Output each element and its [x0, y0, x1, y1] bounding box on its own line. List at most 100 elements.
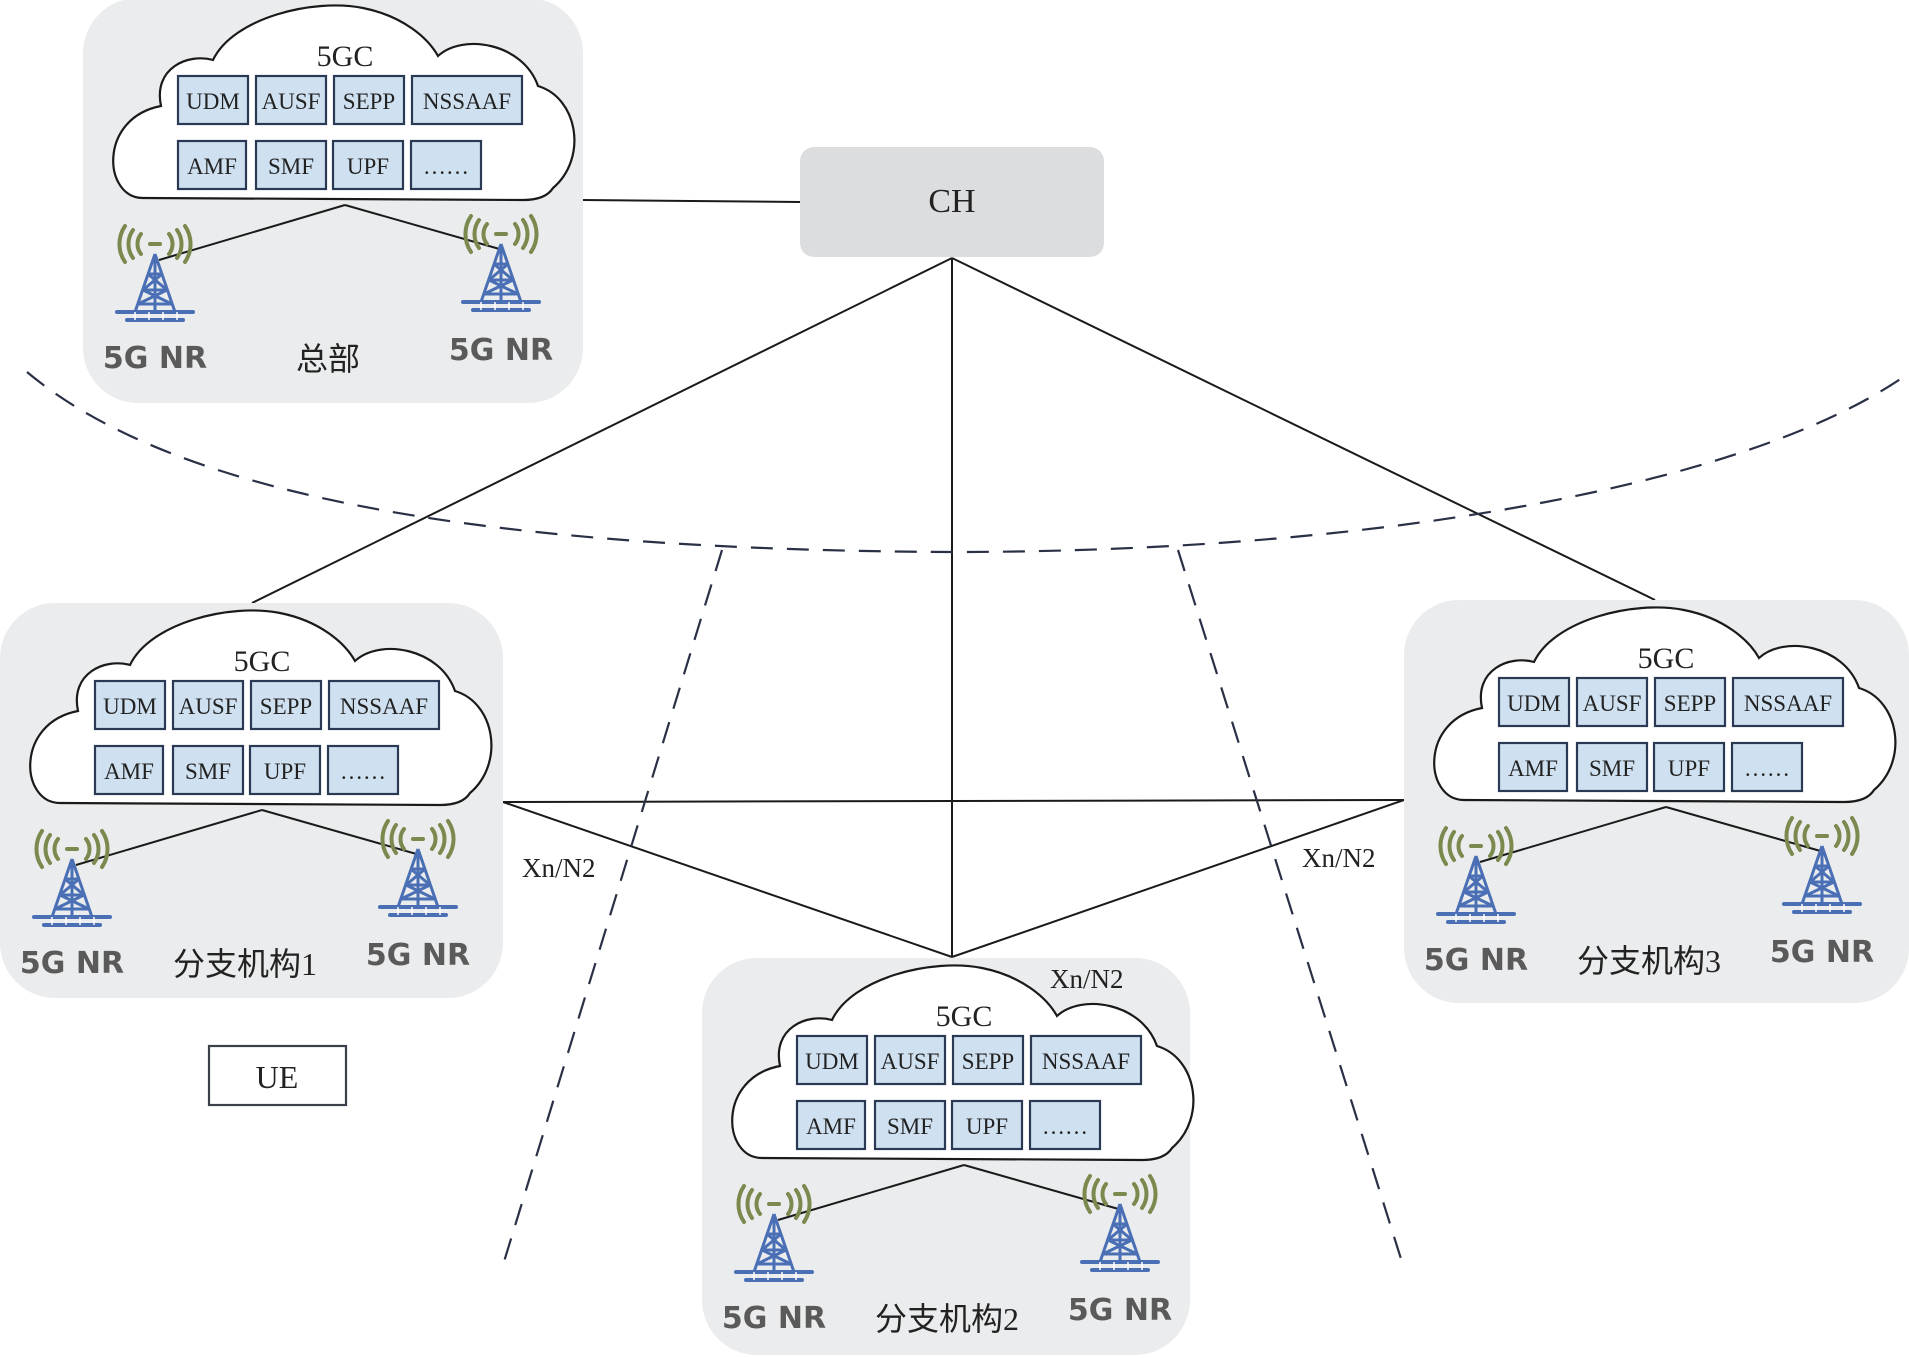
link-branch1-branch3 [502, 799, 1405, 803]
nf-label: SMF [887, 1114, 933, 1139]
radio-label-left: 5G NR [722, 1301, 826, 1336]
nf-label: SMF [1589, 756, 1635, 781]
radio-label-right: 5G NR [1068, 1293, 1172, 1328]
nf-label: UDM [805, 1049, 859, 1074]
nf-label: AUSF [881, 1049, 940, 1074]
site-name: 总部 [296, 341, 360, 377]
nf-label: AUSF [179, 694, 238, 719]
nf-box[interactable]: UPF [1652, 741, 1726, 793]
nf-box[interactable]: UPF [950, 1099, 1024, 1151]
core-cloud: 5GC UDM AUSF SEPP NSSAAF AMF SMF UPF …… [731, 964, 1195, 1162]
interface-label-branch2: Xn/N2 [1050, 964, 1124, 994]
ue-label: UE [256, 1059, 299, 1095]
nf-box[interactable]: NSSAAF [327, 679, 441, 731]
nf-box[interactable]: NSSAAF [1029, 1034, 1143, 1086]
site-name: 分支机构3 [1577, 943, 1721, 979]
nf-label: UPF [347, 154, 389, 179]
nf-label: NSSAAF [1744, 691, 1832, 716]
nf-label: …… [1744, 756, 1790, 781]
branch-boundary-right [1176, 549, 1404, 1263]
links [251, 199, 1656, 958]
link-ch-branch1 [251, 257, 953, 604]
core-cloud: 5GC UDM AUSF SEPP NSSAAF AMF SMF UPF …… [1433, 606, 1897, 804]
ue-box [207, 1044, 348, 1107]
nf-label: UPF [264, 759, 306, 784]
nf-box[interactable]: AUSF [254, 74, 328, 126]
nf-box[interactable]: UPF [248, 744, 322, 796]
link-ch-branch3 [951, 257, 1656, 601]
nf-box[interactable]: UPF [331, 139, 405, 191]
nf-box[interactable]: AMF [176, 139, 248, 191]
hq-boundary-arc [26, 371, 1909, 554]
nf-label: UDM [1507, 691, 1561, 716]
core-label: 5GC [936, 1000, 993, 1033]
interface-label-branch3: Xn/N2 [1302, 843, 1376, 873]
core-label: 5GC [234, 645, 291, 678]
radio-label-right: 5G NR [366, 938, 470, 973]
nf-box[interactable]: SMF [1575, 741, 1649, 793]
nf-label: SEPP [1664, 691, 1716, 716]
nf-label: NSSAAF [423, 89, 511, 114]
nf-label: AUSF [262, 89, 321, 114]
nf-box[interactable]: UDM [795, 1034, 869, 1086]
nf-box[interactable]: SEPP [249, 679, 323, 731]
core-label: 5GC [1638, 642, 1695, 675]
nf-label: AMF [806, 1114, 856, 1139]
nf-box[interactable]: …… [409, 139, 483, 191]
nf-box[interactable]: UDM [1497, 676, 1571, 728]
nf-box[interactable]: AMF [795, 1099, 867, 1151]
nf-label: UPF [1668, 756, 1710, 781]
radio-label-left: 5G NR [20, 946, 124, 981]
nf-label: UDM [103, 694, 157, 719]
nf-box[interactable]: SMF [171, 744, 245, 796]
radio-label-left: 5G NR [1424, 943, 1528, 978]
nf-box[interactable]: SEPP [951, 1034, 1025, 1086]
site-branch2[interactable]: 5GC UDM AUSF SEPP NSSAAF AMF SMF UPF …… 5G NR 5G N… [702, 958, 1195, 1355]
branch-boundary-left [501, 549, 724, 1266]
link-hq-ch [582, 199, 801, 203]
radio-label-right: 5G NR [449, 333, 553, 368]
nf-label: …… [1042, 1114, 1088, 1139]
nf-box[interactable]: SMF [873, 1099, 947, 1151]
radio-label-left: 5G NR [103, 341, 207, 376]
nf-label: AUSF [1583, 691, 1642, 716]
site-name: 分支机构2 [875, 1301, 1019, 1337]
nf-label: NSSAAF [1042, 1049, 1130, 1074]
nf-box[interactable]: NSSAAF [1731, 676, 1845, 728]
nf-label: …… [340, 759, 386, 784]
site-branch3[interactable]: 5GC UDM AUSF SEPP NSSAAF AMF SMF UPF …… 5G NR 5G N… [1404, 600, 1909, 1003]
nf-label: UPF [966, 1114, 1008, 1139]
nf-box[interactable]: SEPP [1653, 676, 1727, 728]
nf-box[interactable]: NSSAAF [410, 74, 524, 126]
nf-box[interactable]: AMF [93, 744, 165, 796]
nf-box[interactable]: …… [1730, 741, 1804, 793]
nf-label: …… [423, 154, 469, 179]
radio-label-right: 5G NR [1770, 935, 1874, 970]
ch-box [800, 147, 1104, 257]
interface-label-branch1: Xn/N2 [522, 853, 596, 883]
ch-label: CH [928, 183, 975, 220]
nf-box[interactable]: AUSF [1575, 676, 1649, 728]
nf-box[interactable]: AUSF [171, 679, 245, 731]
nf-label: NSSAAF [340, 694, 428, 719]
ch-node[interactable]: CH [800, 147, 1104, 257]
nf-box[interactable]: UDM [93, 679, 167, 731]
site-name: 分支机构1 [173, 946, 317, 982]
nf-box[interactable]: AMF [1497, 741, 1569, 793]
nf-box[interactable]: …… [1028, 1099, 1102, 1151]
boundaries [26, 371, 1909, 1266]
nf-box[interactable]: UDM [176, 74, 250, 126]
ue-node[interactable]: UE [207, 1044, 348, 1107]
nf-box[interactable]: AUSF [873, 1034, 947, 1086]
nf-label: AMF [187, 154, 237, 179]
nf-box[interactable]: …… [326, 744, 400, 796]
nf-box[interactable]: SEPP [332, 74, 406, 126]
nf-box[interactable]: SMF [254, 139, 328, 191]
nf-label: UDM [186, 89, 240, 114]
